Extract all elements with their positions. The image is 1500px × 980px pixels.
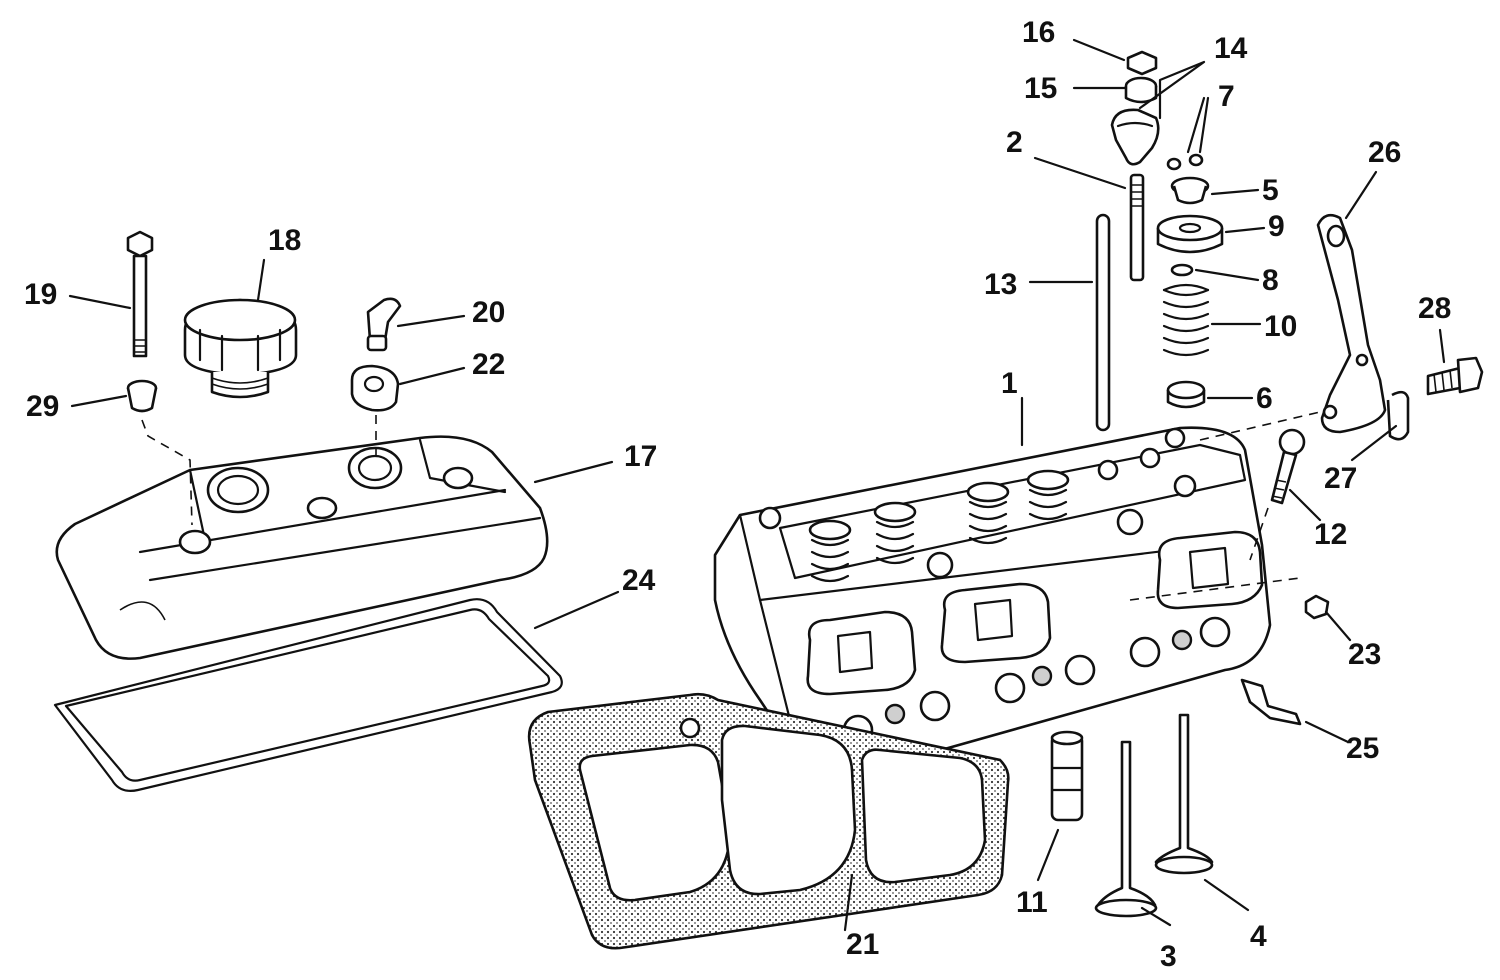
callout-9: 9 [1268,210,1285,243]
valve-spring [1162,283,1210,357]
callout-25: 25 [1346,732,1379,765]
callout-23: 23 [1348,638,1381,671]
valve-seal-o-ring [1170,263,1194,277]
valve-cover-bolt [126,230,154,358]
valve-spring-seat [1166,380,1206,409]
rocker-pivot-ball [1124,76,1158,104]
callout-26: 26 [1368,136,1401,169]
exhaust-valve [1154,713,1214,875]
valve-cover [55,435,549,660]
callout-13: 13 [984,268,1017,301]
callout-20: 20 [472,296,505,329]
callout-29: 29 [26,390,59,423]
valve-cover-gasket [53,598,563,792]
pcv-elbow-fitting [366,297,402,352]
grommet [126,379,158,413]
nut [1304,594,1330,620]
valve-spring-retainer [1170,176,1210,205]
callout-21: 21 [846,928,879,961]
callout-14: 14 [1214,32,1248,65]
oil-fill-cap [183,298,298,399]
callout-28: 28 [1418,292,1451,325]
callout-3: 3 [1160,940,1177,973]
callout-17: 17 [624,440,657,473]
assembly-lines [141,411,1321,601]
rocker-stud [1129,173,1145,282]
intake-valve [1094,740,1158,918]
hydraulic-lifter [1050,730,1084,822]
spring-clip [1386,390,1410,441]
valve-keepers [1166,153,1204,171]
callout-labels: 1 2 3 4 5 6 7 8 9 10 11 12 13 14 15 16 1… [24,16,1451,973]
callout-7: 7 [1218,80,1235,113]
head-gasket [527,692,1010,950]
callout-27: 27 [1324,462,1357,495]
valve-shield [1156,214,1224,254]
temperature-sender [1240,678,1302,726]
lifting-bracket [1316,213,1387,434]
head-bolt [1270,428,1306,505]
callout-8: 8 [1262,264,1279,297]
bracket-bolt [1426,356,1484,396]
callout-24: 24 [622,564,656,597]
callout-19: 19 [24,278,57,311]
callout-1: 1 [1001,367,1018,400]
rocker-arm [1110,108,1160,166]
callout-12: 12 [1314,518,1347,551]
callout-10: 10 [1264,310,1297,343]
pushrod [1095,213,1111,432]
head-valve-springs [808,469,1070,583]
leader-lines [68,38,1446,932]
cylinder-head [713,426,1272,775]
callout-15: 15 [1024,72,1057,105]
pcv-grommet [350,364,400,412]
callout-11: 11 [1016,886,1048,919]
callout-16: 16 [1022,16,1055,49]
callout-22: 22 [472,348,505,381]
callout-18: 18 [268,224,301,257]
callout-5: 5 [1262,174,1279,207]
callout-4: 4 [1250,920,1267,953]
callout-6: 6 [1256,382,1273,415]
callout-2: 2 [1006,126,1023,159]
rocker-nut [1126,50,1158,76]
